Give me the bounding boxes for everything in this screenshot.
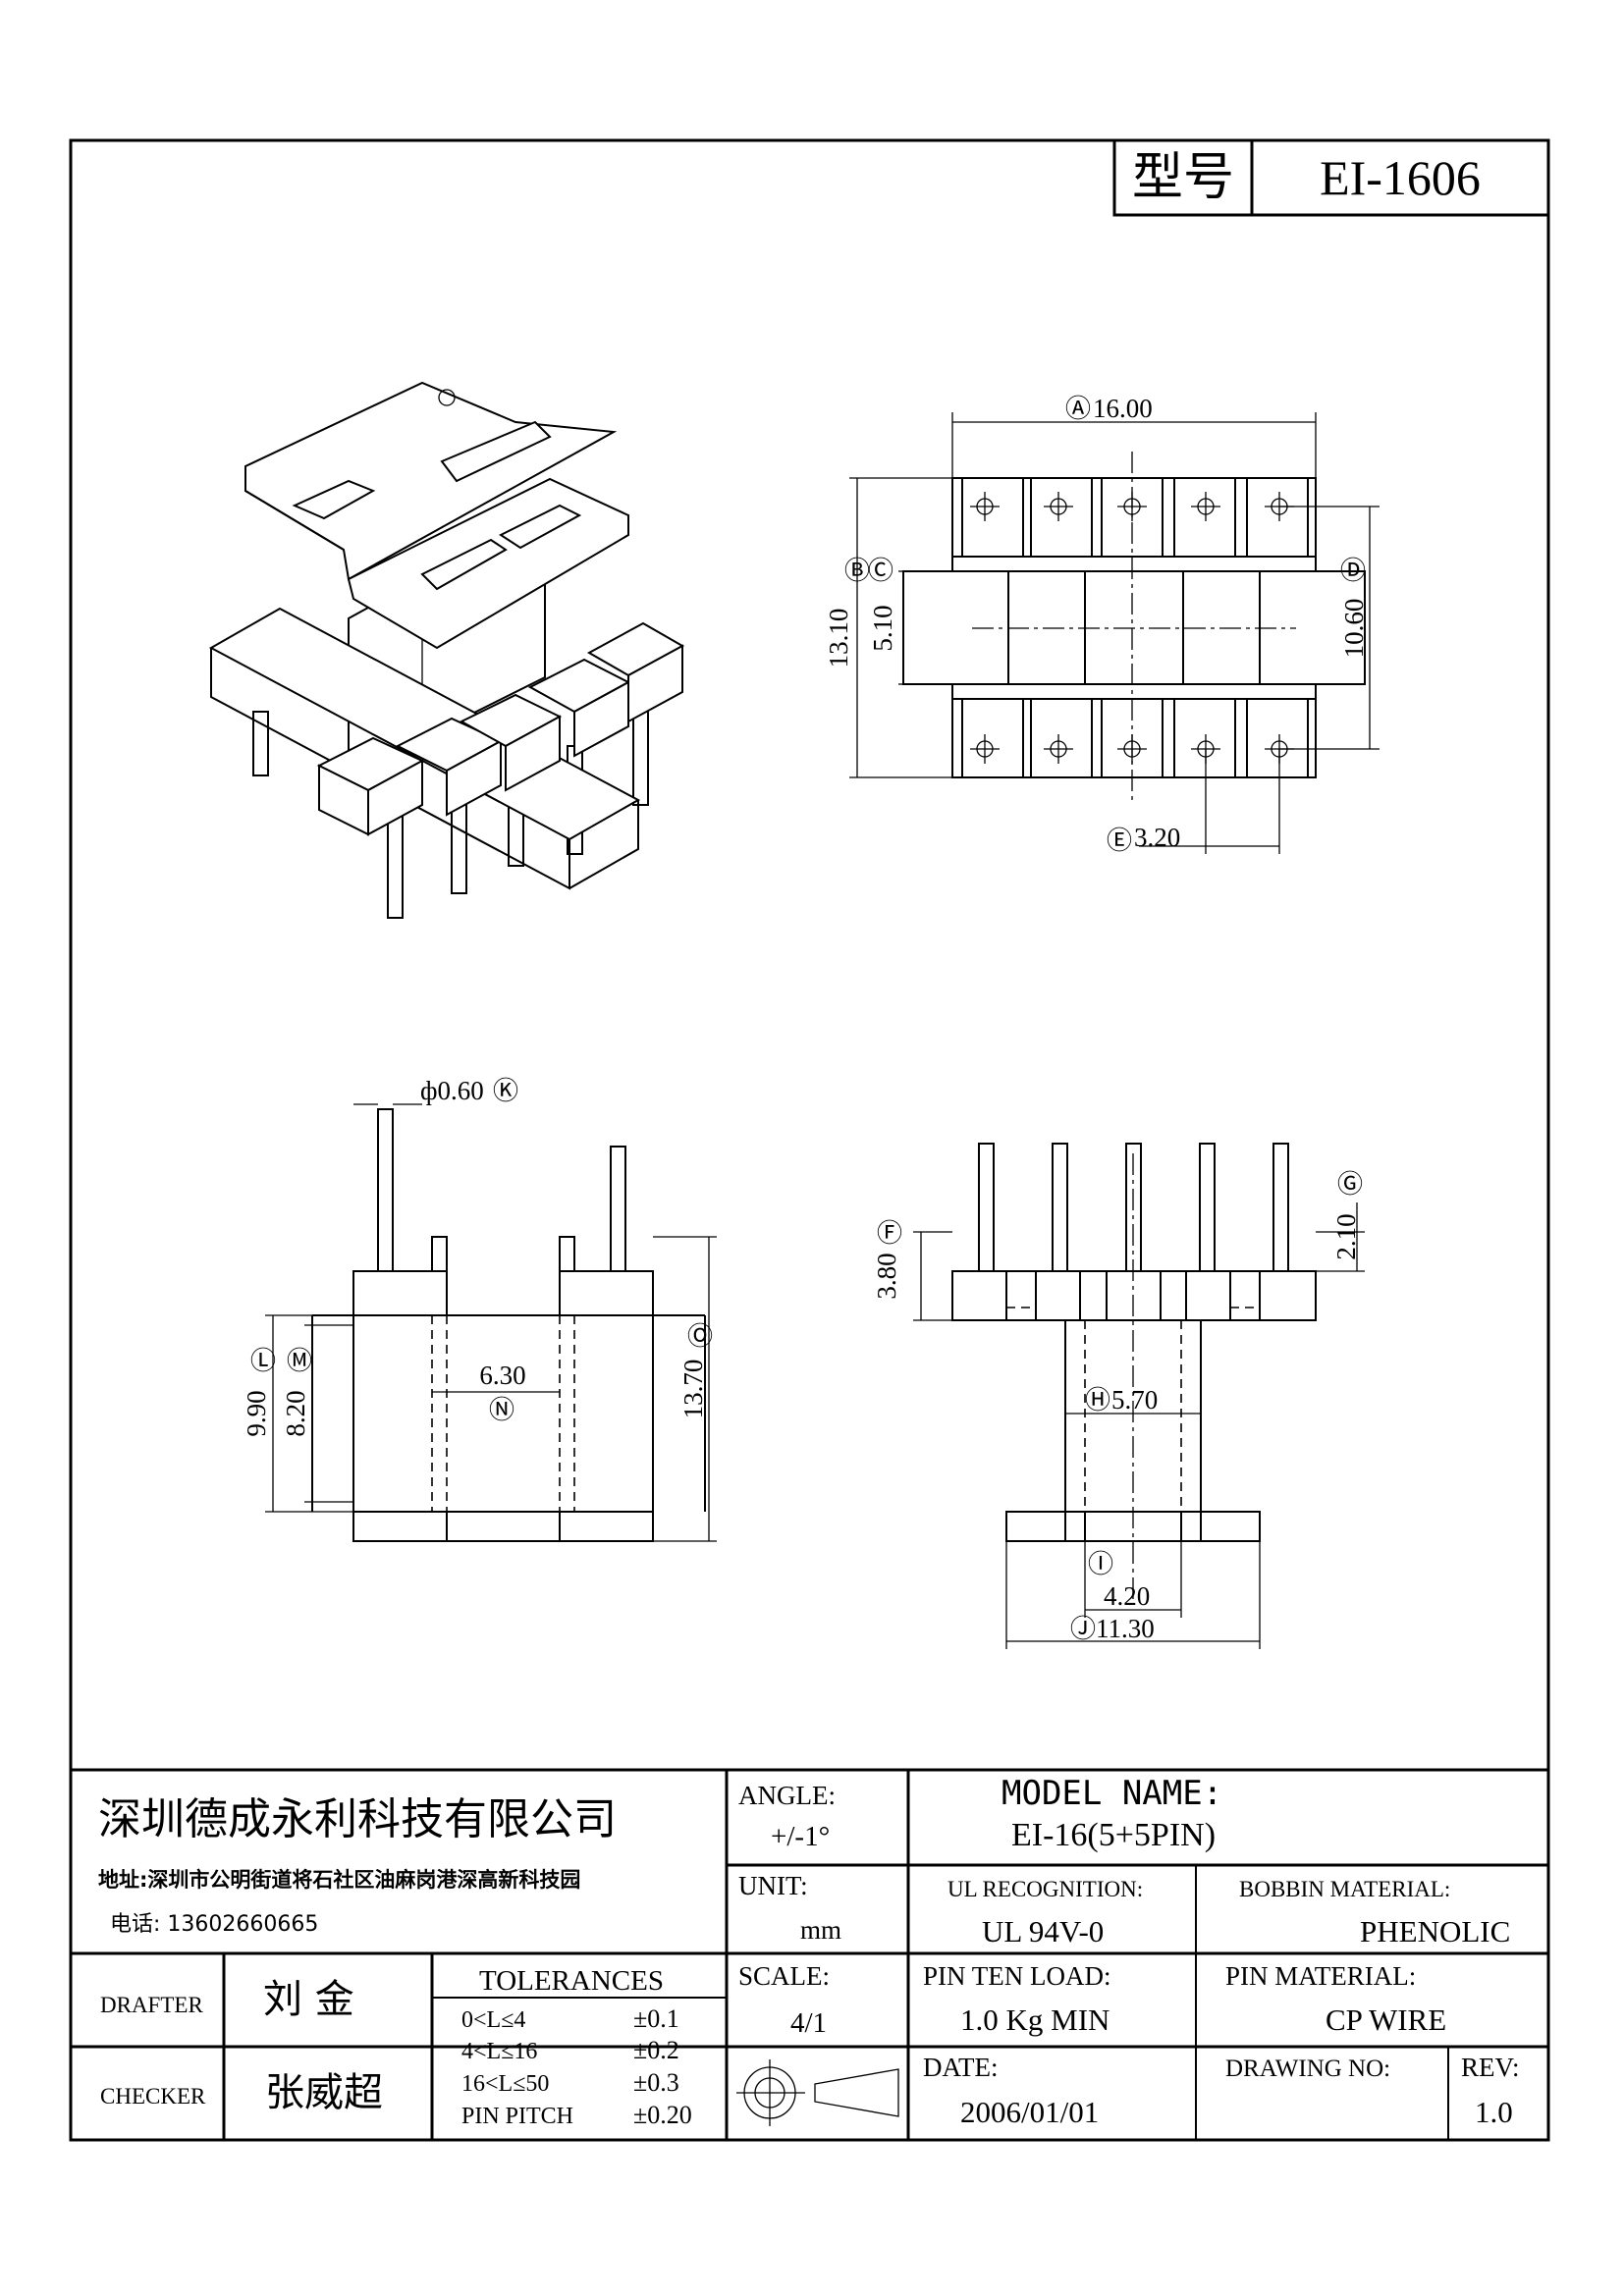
dim-c: 5.10 [868, 605, 897, 651]
checker-label: CHECKER [100, 2084, 206, 2109]
model-name-label: MODEL NAME: [1001, 1774, 1222, 1813]
ul-value: UL 94V-0 [982, 1914, 1104, 1949]
pin-load-label: PIN TEN LOAD: [923, 1961, 1111, 1991]
dim-d-marker: Ⓓ [1340, 557, 1366, 585]
title-block: 深圳德成永利科技有限公司 地址:深圳市公明街道将石社区油麻岗港深高新科技园 电话… [71, 1768, 1548, 2140]
pin-material-label: PIN MATERIAL: [1225, 1961, 1416, 1991]
dim-k: ф0.60 [420, 1076, 484, 1105]
tolerances-title: TOLERANCES [479, 1965, 664, 1997]
tolerance-value: ±0.1 [633, 2004, 679, 2033]
angle-value: +/-1° [771, 1821, 830, 1852]
dim-o-marker: Ⓞ [687, 1322, 713, 1351]
dim-i-marker: Ⓘ [1088, 1550, 1113, 1578]
tolerance-range: 0<L≤4 [461, 2007, 525, 2033]
dim-i: 4.20 [1104, 1581, 1150, 1611]
dim-l-marker: Ⓛ [250, 1347, 276, 1375]
tolerance-range: 4<L≤16 [461, 2039, 537, 2064]
dim-f-marker: Ⓕ [877, 1219, 902, 1248]
dim-h-marker: Ⓗ [1085, 1386, 1110, 1415]
dim-n-marker: Ⓝ [489, 1396, 514, 1424]
scale-label: SCALE: [738, 1961, 830, 1991]
bobbin-material-value: PHENOLIC [1360, 1914, 1510, 1949]
dim-g-marker: Ⓖ [1337, 1170, 1363, 1199]
model-header-box: 型号 EI-1606 [1112, 138, 1550, 217]
ul-label: UL RECOGNITION: [947, 1877, 1143, 1901]
rev-value: 1.0 [1475, 2095, 1513, 2129]
drafter-label: DRAFTER [100, 1993, 203, 2017]
top-view: Ⓐ 16.00 Ⓑ 13.10 Ⓒ 5.10 Ⓓ 10.60 Ⓔ 3.20 [824, 394, 1380, 855]
dim-b-marker: Ⓑ [844, 557, 870, 585]
drawing-no-label: DRAWING NO: [1225, 2056, 1390, 2082]
dim-j-marker: Ⓙ [1070, 1615, 1096, 1643]
dim-d: 10.60 [1339, 599, 1369, 659]
dim-e-marker: Ⓔ [1107, 827, 1132, 855]
scale-value: 4/1 [790, 2007, 827, 2039]
dim-m: 8.20 [281, 1390, 310, 1436]
dim-j: 11.30 [1096, 1614, 1155, 1643]
date-label: DATE: [923, 2053, 999, 2082]
projection-symbol [736, 2059, 899, 2126]
front-view: Ⓕ 3.80 Ⓖ 2.10 Ⓗ 5.70 Ⓘ 4.20 Ⓙ 11.30 [872, 1143, 1365, 1649]
company-address: 地址:深圳市公明街道将石社区油麻岗港深高新科技园 [98, 1868, 580, 1892]
isometric-view [208, 381, 685, 919]
tolerance-range: PIN PITCH [461, 2104, 573, 2129]
dim-k-marker: Ⓚ [493, 1077, 518, 1105]
dim-b: 13.10 [824, 609, 853, 668]
dim-g: 2.10 [1331, 1213, 1361, 1259]
dim-m-marker: Ⓜ [287, 1347, 312, 1375]
dim-c-marker: Ⓒ [868, 557, 893, 585]
tolerance-value: ±0.2 [633, 2036, 679, 2064]
dim-l: 9.90 [242, 1390, 271, 1436]
dim-o: 13.70 [678, 1360, 708, 1419]
company-name: 深圳德成永利科技有限公司 [98, 1794, 617, 1844]
bobbin-material-label: BOBBIN MATERIAL: [1239, 1877, 1450, 1901]
tolerance-value: ±0.3 [633, 2068, 679, 2097]
pin-material-value: CP WIRE [1326, 2002, 1446, 2037]
tolerance-range: 16<L≤50 [461, 2071, 549, 2097]
model-name-value: EI-16(5+5PIN) [1011, 1817, 1216, 1853]
unit-label: UNIT: [738, 1871, 808, 1900]
dim-n: 6.30 [479, 1361, 525, 1390]
rev-label: REV: [1461, 2053, 1520, 2082]
checker-name: 张威超 [265, 2070, 383, 2115]
date-value: 2006/01/01 [960, 2095, 1099, 2129]
dim-a: 16.00 [1093, 394, 1153, 423]
dim-e: 3.20 [1134, 823, 1180, 852]
tolerance-table: 0<L≤4 ±0.1 4<L≤16 ±0.2 16<L≤50 ±0.3 PIN … [461, 2004, 692, 2129]
company-phone: 电话: 13602660665 [110, 1912, 318, 1937]
dim-a-marker: Ⓐ [1065, 395, 1091, 423]
sheet-border [69, 138, 1550, 2142]
unit-value: mm [800, 1915, 841, 1945]
model-label: 型号 [1132, 148, 1234, 207]
side-view: ф0.60 Ⓚ Ⓛ 9.90 Ⓜ 8.20 6.30 Ⓝ Ⓞ 13.70 [242, 1076, 717, 1542]
angle-label: ANGLE: [738, 1781, 836, 1810]
model-value: EI-1606 [1320, 150, 1481, 205]
dim-h: 5.70 [1111, 1385, 1158, 1415]
pin-load-value: 1.0 Kg MIN [960, 2002, 1110, 2037]
tolerance-value: ±0.20 [633, 2101, 692, 2129]
dim-f: 3.80 [872, 1253, 901, 1299]
drafter-name: 刘 金 [263, 1977, 354, 2022]
iso-pin-blocks [316, 621, 685, 836]
